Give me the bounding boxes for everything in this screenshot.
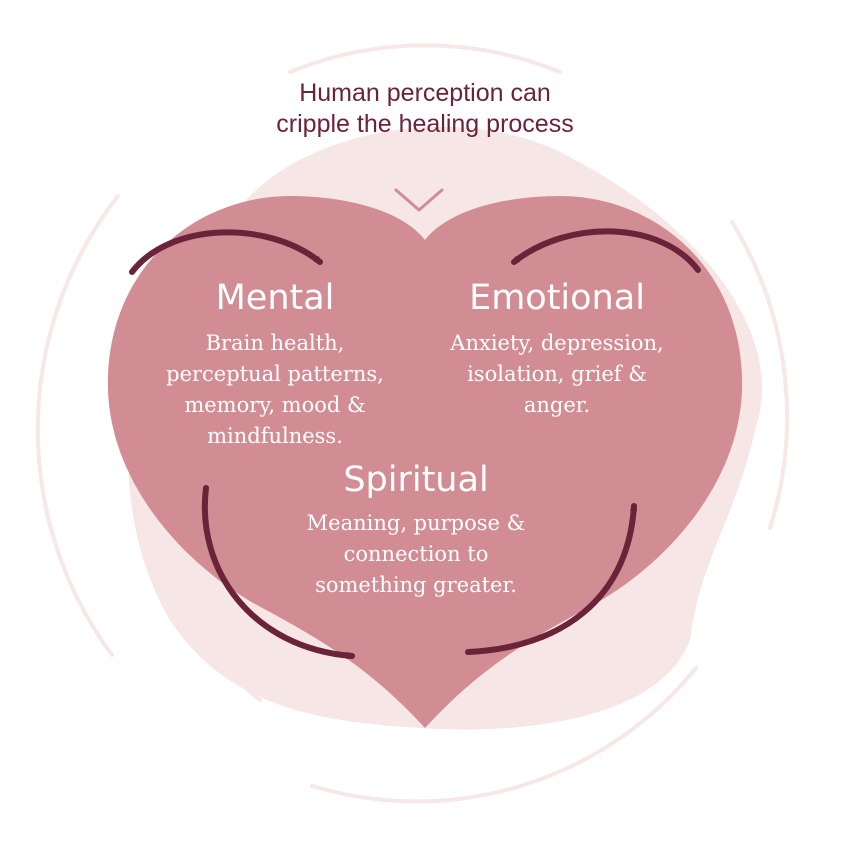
cycle-arrow-icon [511,228,701,273]
cycle-arrow-icon [129,229,323,275]
cycle-arrow-icon [465,503,634,655]
mental-heading: Mental [215,278,335,318]
chevron-down-icon [394,188,444,212]
emotional-description: Anxiety, depression, isolation, grief & … [450,331,664,417]
cycle-arrows [129,228,701,656]
cycle-arrow-icon [201,485,355,656]
diagram-caption: Human perception can cripple the healing… [276,79,574,138]
mental-description: Brain health, perceptual patterns, memor… [166,331,384,448]
heart-shape [107,196,743,728]
emotional-heading: Emotional [469,278,645,318]
spiritual-description: Meaning, purpose & connection to somethi… [306,511,526,597]
spiritual-heading: Spiritual [343,460,489,500]
